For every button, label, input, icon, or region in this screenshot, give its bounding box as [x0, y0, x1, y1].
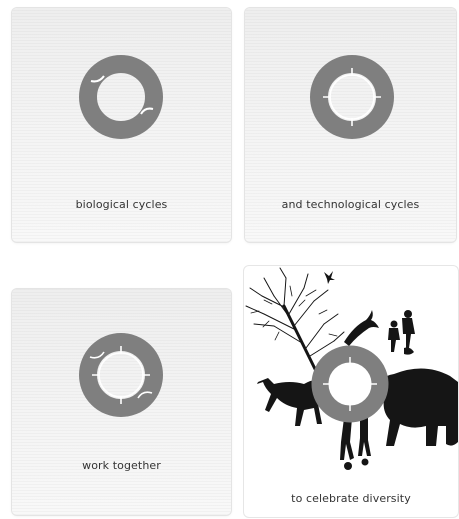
- double-cycle-ring-icon: [308, 53, 396, 141]
- double-cycle-ring-icon: [77, 331, 165, 419]
- diversity-illustration: [244, 266, 458, 517]
- panel-biological-cycles: biological cycles: [12, 8, 231, 242]
- caption-work-together: work together: [12, 459, 231, 472]
- dolphin-icon: [344, 310, 379, 346]
- panel-celebrate-diversity: to celebrate diversity: [244, 266, 458, 517]
- caption-technological-cycles: and technological cycles: [245, 198, 456, 211]
- caption-celebrate-diversity: to celebrate diversity: [244, 492, 458, 505]
- bird-icon: [324, 271, 335, 284]
- panel-technological-cycles: and technological cycles: [245, 8, 456, 242]
- caption-biological-cycles: biological cycles: [12, 198, 231, 211]
- cycle-ring-icon: [77, 53, 165, 141]
- human-figures-icon: [340, 418, 371, 470]
- panel-work-together: work together: [12, 289, 231, 515]
- double-cycle-ring-icon: [320, 354, 380, 414]
- human-figures-icon: [388, 310, 415, 355]
- elephant-icon: [378, 368, 458, 446]
